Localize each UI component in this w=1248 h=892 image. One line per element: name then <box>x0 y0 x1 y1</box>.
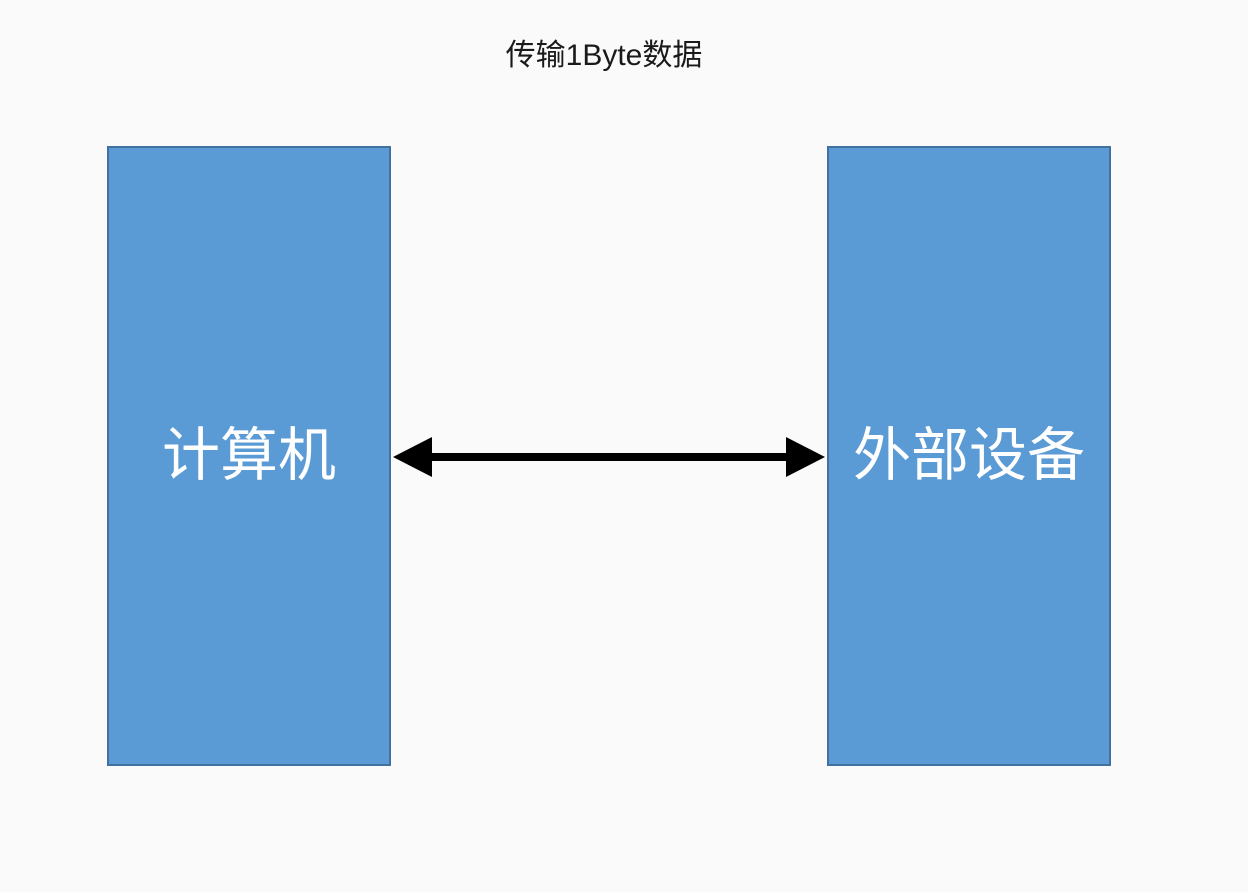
node-computer-label: 计算机 <box>161 423 336 488</box>
arrowhead-left-icon <box>393 437 432 477</box>
node-computer[interactable]: 计算机 <box>107 146 391 766</box>
node-peripheral[interactable]: 外部设备 <box>827 146 1111 766</box>
page-title: 传输1Byte数据 <box>505 39 703 72</box>
connector-computer-peripheral[interactable] <box>393 437 825 477</box>
arrowhead-right-icon <box>786 437 825 477</box>
node-peripheral-label: 外部设备 <box>852 423 1085 488</box>
